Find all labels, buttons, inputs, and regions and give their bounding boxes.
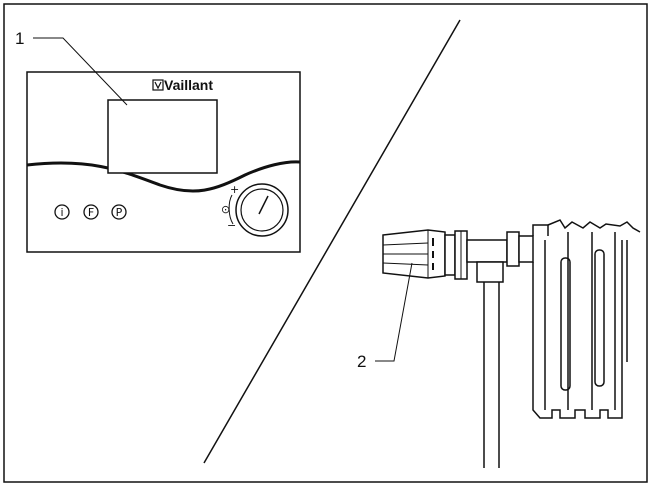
dial-minus-symbol: −	[227, 219, 236, 232]
radiator-icon	[532, 219, 641, 419]
diagonal-separator	[203, 19, 461, 464]
callout-2-label: 2	[357, 352, 366, 371]
dial-scale-arc	[228, 194, 234, 225]
program-button-label: P	[116, 206, 123, 219]
function-button-icon	[83, 204, 99, 220]
radiator-coupling	[506, 231, 520, 267]
callout-1-label: 1	[15, 29, 24, 48]
dial-mode-symbol: ⊙	[221, 203, 230, 216]
rotary-knob-ring	[240, 188, 284, 232]
valve-elbow	[476, 261, 504, 283]
info-button-icon	[54, 204, 70, 220]
controller-display	[107, 99, 218, 174]
outer-frame	[3, 3, 648, 483]
callout-1-leader	[33, 37, 128, 106]
dial-plus-symbol: +	[230, 183, 239, 196]
info-button[interactable]: i	[54, 204, 70, 220]
controller-wave-line	[26, 160, 301, 193]
rotary-knob[interactable]	[235, 183, 289, 237]
callout-2-leader	[375, 262, 413, 362]
program-button[interactable]: P	[111, 204, 127, 220]
function-button[interactable]: F	[83, 204, 99, 220]
valve-nut	[444, 234, 456, 276]
room-controller: Vaillant i F P + ⊙ −	[26, 71, 301, 253]
function-button-label: F	[88, 206, 94, 219]
rotary-knob-pointer	[258, 195, 269, 215]
brand-name: Vaillant	[164, 77, 213, 93]
rotary-knob-icon	[235, 183, 289, 237]
thermostatic-valve-head-icon	[382, 229, 446, 279]
radiator-coupling-2	[518, 235, 534, 263]
thermostatic-valve	[382, 229, 534, 468]
info-button-label: i	[60, 206, 63, 219]
valve-body	[466, 239, 508, 263]
vaillant-logo-icon	[152, 79, 164, 91]
program-button-icon	[111, 204, 127, 220]
